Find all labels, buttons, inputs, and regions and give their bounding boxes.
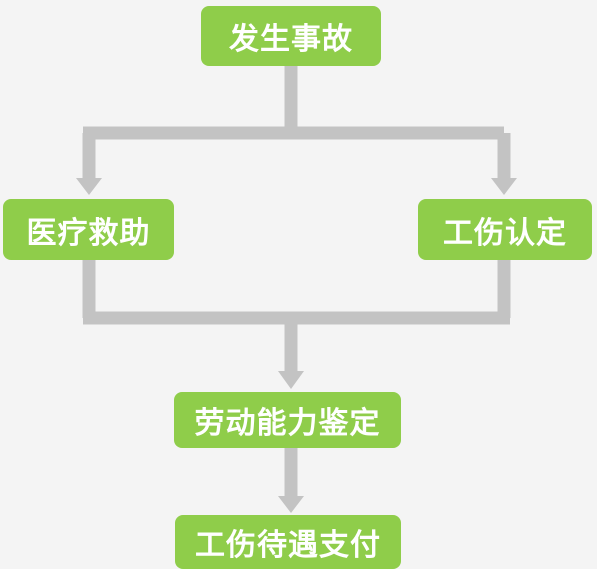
arrowhead-benefit — [278, 496, 304, 513]
arrowhead-injury — [491, 178, 517, 195]
arrowhead-labor — [278, 371, 304, 389]
node-accident-label: 发生事故 — [229, 22, 353, 57]
node-labor-assessment: 劳动能力鉴定 — [174, 392, 401, 448]
node-injury-recognition-label: 工伤认定 — [443, 215, 567, 251]
node-medical-aid: 医疗救助 — [3, 199, 174, 260]
node-accident: 发生事故 — [201, 6, 381, 66]
node-benefit-payment-label: 工伤待遇支付 — [195, 528, 381, 563]
node-injury-recognition: 工伤认定 — [418, 199, 592, 260]
arrowhead-medical — [76, 178, 102, 195]
node-benefit-payment: 工伤待遇支付 — [175, 515, 401, 569]
node-medical-aid-label: 医疗救助 — [26, 215, 151, 251]
node-labor-assessment-label: 劳动能力鉴定 — [194, 406, 381, 441]
